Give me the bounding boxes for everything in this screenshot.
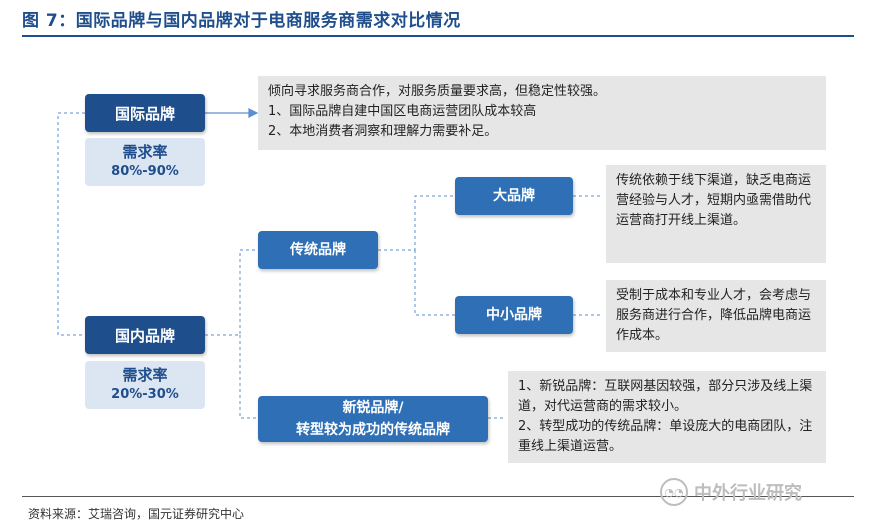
intl-note-box: 倾向寻求服务商合作，对服务质量要求高，但稳定性较强。 1、国际品牌自建中国区电商… — [258, 76, 826, 150]
watermark: ◔◔ 中外行业研究 — [660, 478, 802, 506]
domestic-brand-label: 国内品牌 — [114, 326, 175, 345]
connector-domestic-new — [239, 335, 258, 419]
domestic-rate-box: 需求率 20%-30% — [85, 361, 205, 409]
big-brand-note: 传统依赖于线下渠道，缺乏电商运营经验与人才，短期内亟需借助代运营商打开线上渠道。 — [616, 173, 812, 228]
new-brand-label-line1: 新锐品牌/ — [342, 400, 404, 416]
big-brand-box: 大品牌 — [455, 177, 573, 215]
new-brand-label-line2: 转型较为成功的传统品牌 — [296, 422, 450, 438]
big-brand-note-box: 传统依赖于线下渠道，缺乏电商运营经验与人才，短期内亟需借助代运营商打开线上渠道。 — [606, 165, 826, 263]
domestic-rate-label: 需求率 — [122, 366, 168, 384]
small-brand-label: 中小品牌 — [486, 307, 542, 323]
domestic-rate-value: 20%-30% — [111, 387, 179, 402]
title-divider — [22, 35, 854, 37]
intl-brand-label: 国际品牌 — [114, 104, 175, 123]
watermark-text: 中外行业研究 — [694, 483, 802, 504]
intl-rate-label: 需求率 — [122, 143, 168, 161]
intl-note-line: 倾向寻求服务商合作，对服务质量要求高，但稳定性较强。 — [268, 84, 607, 99]
source-note: 资料来源：艾瑞咨询，国元证券研究中心 — [28, 507, 245, 521]
new-brand-box: 新锐品牌/ 转型较为成功的传统品牌 — [258, 396, 488, 442]
intl-rate-box: 需求率 80%-90% — [85, 138, 205, 186]
wechat-icon: ◔◔ — [660, 478, 688, 506]
footer-divider — [22, 496, 854, 497]
traditional-brand-box: 传统品牌 — [258, 231, 378, 269]
small-brand-note-box: 受制于成本和专业人才，会考虑与服务商进行合作，降低品牌电商运作成本。 — [606, 280, 826, 352]
connector-domestic-trunk — [205, 249, 258, 336]
new-brand-note-box: 1、新锐品牌：互联网基因较强，部分只涉及线上渠道，对代运营商的需求较小。 2、转… — [508, 371, 826, 463]
new-brand-note-line: 1、新锐品牌：互联网基因较强，部分只涉及线上渠道，对代运营商的需求较小。 — [518, 379, 813, 414]
page-title: 图 7：国际品牌与国内品牌对于电商服务商需求对比情况 — [22, 11, 461, 31]
intl-rate-value: 80%-90% — [111, 164, 179, 179]
big-brand-label: 大品牌 — [493, 188, 535, 204]
intl-note-line: 1、国际品牌自建中国区电商运营团队成本较高 — [268, 104, 537, 119]
small-brand-box: 中小品牌 — [455, 296, 573, 334]
new-brand-note-line: 2、转型成功的传统品牌：单设庞大的电商团队，注重线上渠道运营。 — [518, 419, 813, 454]
domestic-brand-box: 国内品牌 — [85, 316, 205, 354]
connector-left-trunk — [57, 112, 85, 336]
traditional-brand-label: 传统品牌 — [290, 242, 346, 258]
connector-traditional-trunk — [378, 195, 455, 251]
connector-traditional-small — [414, 250, 455, 316]
intl-brand-box: 国际品牌 — [85, 94, 205, 132]
arrow-head-icon — [248, 108, 259, 118]
intl-note-line: 2、本地消费者洞察和理解力需要补足。 — [268, 124, 498, 139]
small-brand-note: 受制于成本和专业人才，会考虑与服务商进行合作，降低品牌电商运作成本。 — [616, 288, 812, 343]
